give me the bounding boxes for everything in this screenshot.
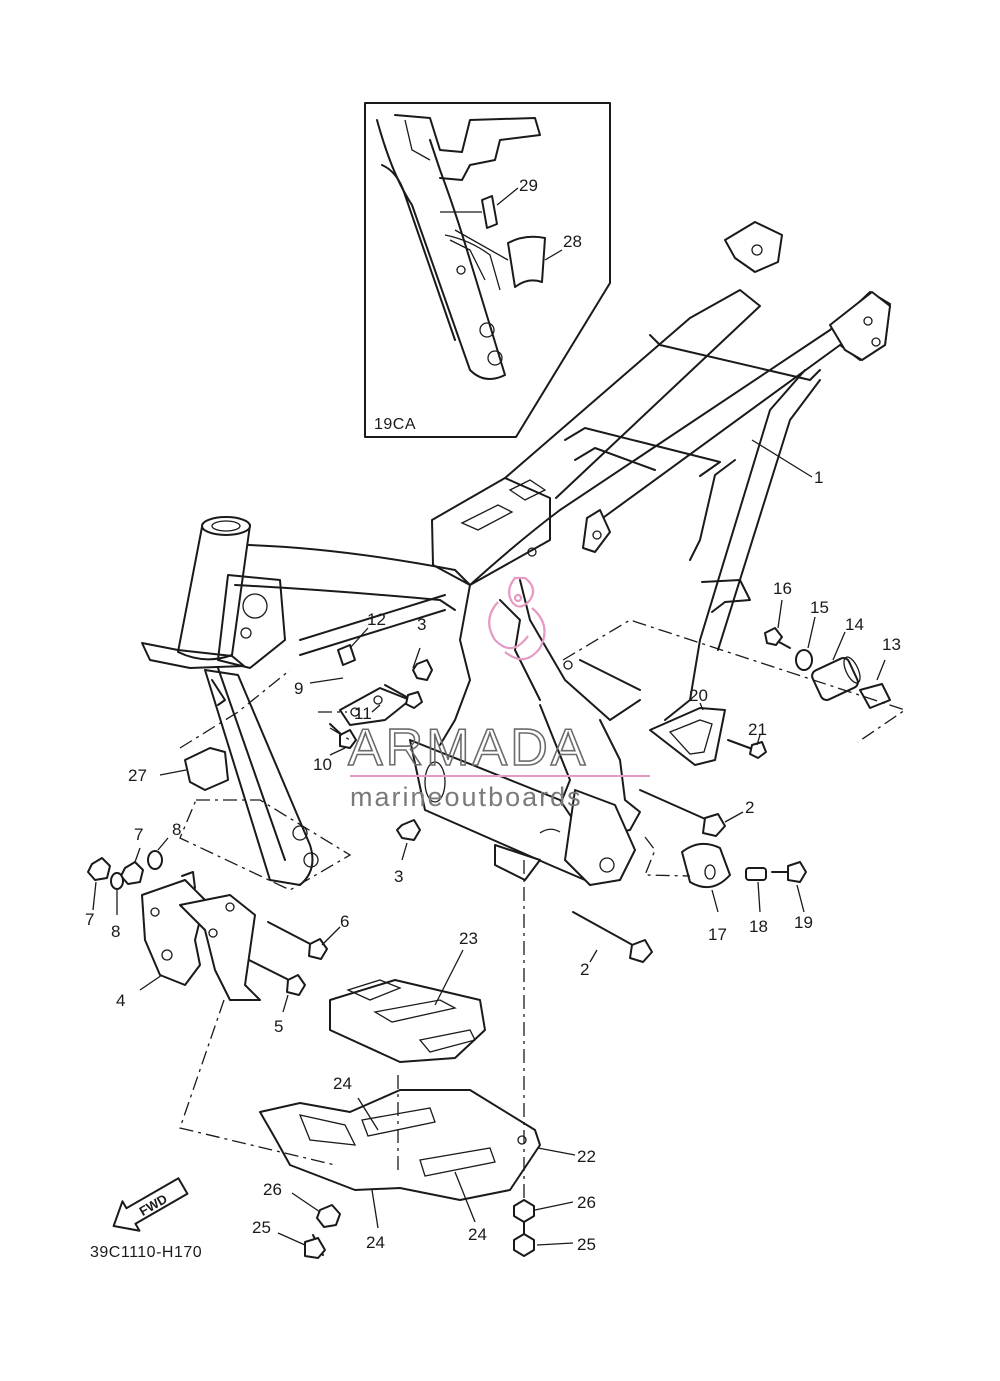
hardware [87, 627, 891, 1259]
watermark-logo-icon [488, 576, 546, 661]
leader-lines [92, 599, 886, 1246]
clip-29 [481, 195, 498, 229]
callout-24-a: 24 [333, 1074, 352, 1093]
callouts: 1 2 2 3 3 4 5 6 7 7 8 8 9 10 11 12 13 14… [85, 176, 901, 1254]
assembly-lines [179, 619, 907, 1200]
callout-7-lower: 7 [85, 910, 94, 929]
callout-20: 20 [689, 686, 708, 705]
callout-10: 10 [313, 755, 332, 774]
callout-8-lower: 8 [111, 922, 120, 941]
callout-25-right: 25 [577, 1235, 596, 1254]
watermark-tagline: marineoutboards [350, 782, 583, 812]
callout-28: 28 [563, 232, 582, 251]
watermark-brand: ARMADA [348, 719, 588, 777]
callout-2-lower: 2 [580, 960, 589, 979]
armada-watermark: ARMADA marineoutboards [347, 576, 650, 812]
callout-8-upper: 8 [172, 820, 181, 839]
pad-28 [507, 235, 546, 288]
callout-16: 16 [773, 579, 792, 598]
callout-12: 12 [367, 610, 386, 629]
callout-18: 18 [749, 917, 768, 936]
fwd-arrow-icon [112, 1177, 189, 1232]
callout-13: 13 [882, 635, 901, 654]
skid-plate-22 [259, 979, 541, 1201]
callout-5: 5 [274, 1017, 283, 1036]
main-frame-1 [141, 221, 891, 886]
callout-24-c: 24 [468, 1225, 487, 1244]
inset-19ca: 19CA [364, 102, 611, 438]
callout-24-b: 24 [366, 1233, 385, 1252]
callout-1: 1 [814, 468, 823, 487]
callout-29: 29 [519, 176, 538, 195]
engine-bracket-4 [141, 871, 261, 1001]
callout-23: 23 [459, 929, 478, 948]
callout-11: 11 [354, 704, 372, 723]
callout-3-lower: 3 [394, 867, 403, 886]
callout-4: 4 [116, 991, 125, 1010]
callout-15: 15 [810, 598, 829, 617]
callout-27: 27 [128, 766, 147, 785]
callout-21: 21 [748, 720, 767, 739]
fwd-arrow: FWD [112, 1177, 189, 1232]
callout-17: 17 [708, 925, 727, 944]
callout-26-left: 26 [263, 1180, 282, 1199]
callout-6: 6 [340, 912, 349, 931]
callout-3-upper: 3 [417, 615, 426, 634]
callout-22: 22 [577, 1147, 596, 1166]
callout-25-left: 25 [252, 1218, 271, 1237]
diagram-code: 39C1110-H170 [90, 1244, 202, 1261]
callout-7-upper: 7 [134, 825, 143, 844]
callout-9: 9 [294, 679, 303, 698]
inset-label: 19CA [374, 416, 416, 433]
callout-2-upper: 2 [745, 798, 754, 817]
callout-14: 14 [845, 615, 864, 634]
callout-19: 19 [794, 913, 813, 932]
callout-26-right: 26 [577, 1193, 596, 1212]
